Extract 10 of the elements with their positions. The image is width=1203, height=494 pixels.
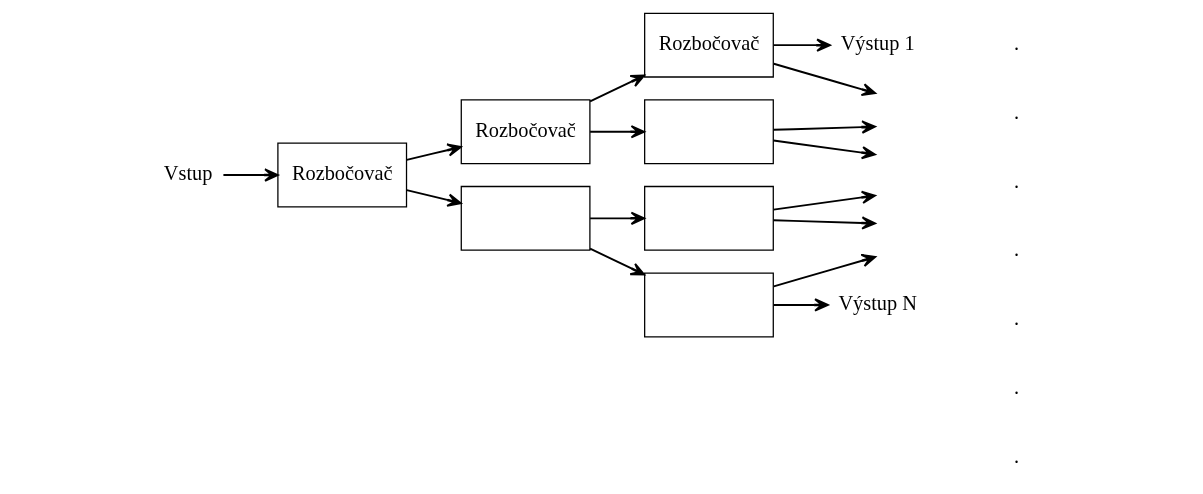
label: .	[1013, 31, 1019, 54]
node-text: Výstup N	[837, 291, 917, 314]
label: .	[1013, 444, 1019, 467]
label: .	[1013, 307, 1019, 330]
label: .	[1013, 238, 1019, 261]
label: .	[1013, 375, 1019, 398]
node-text: Výstup 1	[840, 31, 915, 54]
label: .	[1013, 100, 1019, 123]
label: .	[1013, 169, 1019, 192]
node-text: Vstup	[163, 161, 212, 184]
